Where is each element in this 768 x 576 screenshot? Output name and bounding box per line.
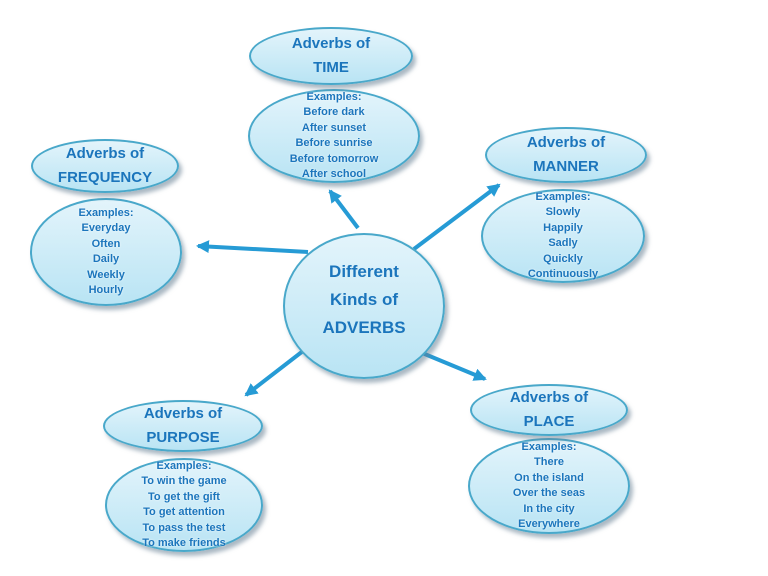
- place-examples-list: There On the island Over the seas In the…: [512, 456, 586, 530]
- center-node-label: Different Kinds of ADVERBS: [322, 262, 406, 337]
- manner-examples-heading: Examples:: [535, 190, 591, 203]
- node-place-examples: Examples: There On the island Over the s…: [468, 438, 630, 534]
- purpose-title-label: Adverbs of PURPOSE: [143, 405, 223, 446]
- purpose-examples-heading: Examples:: [156, 459, 212, 472]
- time-title-label: Adverbs of TIME: [291, 35, 371, 76]
- frequency-examples-heading: Examples:: [78, 206, 134, 219]
- node-center-different-kinds-of-adverbs: Different Kinds of ADVERBS: [283, 233, 445, 379]
- manner-examples-list: Slowly Happily Sadly Quickly Continuousl…: [527, 206, 599, 280]
- node-adverbs-of-place: Adverbs of PLACE: [470, 384, 628, 436]
- node-adverbs-of-manner: Adverbs of MANNER: [485, 127, 647, 183]
- arrow-center-to-place: [414, 348, 487, 381]
- node-manner-examples: Examples: Slowly Happily Sadly Quickly C…: [481, 189, 645, 283]
- arrow-center-to-manner: [412, 183, 501, 251]
- place-examples-heading: Examples:: [521, 440, 577, 453]
- manner-title-label: Adverbs of MANNER: [526, 134, 606, 175]
- node-adverbs-of-frequency: Adverbs of FREQUENCY: [31, 139, 179, 193]
- arrow-center-to-purpose: [244, 349, 305, 397]
- place-title-label: Adverbs of PLACE: [509, 389, 589, 430]
- time-examples-heading: Examples:: [306, 90, 362, 103]
- frequency-title-label: Adverbs of FREQUENCY: [57, 145, 153, 186]
- node-adverbs-of-purpose: Adverbs of PURPOSE: [103, 400, 263, 452]
- node-time-examples: Examples: Before dark After sunset Befor…: [248, 89, 420, 183]
- node-frequency-examples: Examples: Everyday Often Daily Weekly Ho…: [30, 198, 182, 306]
- arrow-center-to-frequency: [196, 240, 309, 254]
- arrow-center-to-time: [328, 189, 360, 230]
- frequency-examples-list: Everyday Often Daily Weekly Hourly: [81, 222, 131, 296]
- purpose-examples-list: To win the game To get the gift To get a…: [141, 475, 227, 549]
- node-adverbs-of-time: Adverbs of TIME: [249, 27, 413, 85]
- time-examples-list: Before dark After sunset Before sunrise …: [289, 106, 379, 180]
- node-purpose-examples: Examples: To win the game To get the gif…: [105, 458, 263, 552]
